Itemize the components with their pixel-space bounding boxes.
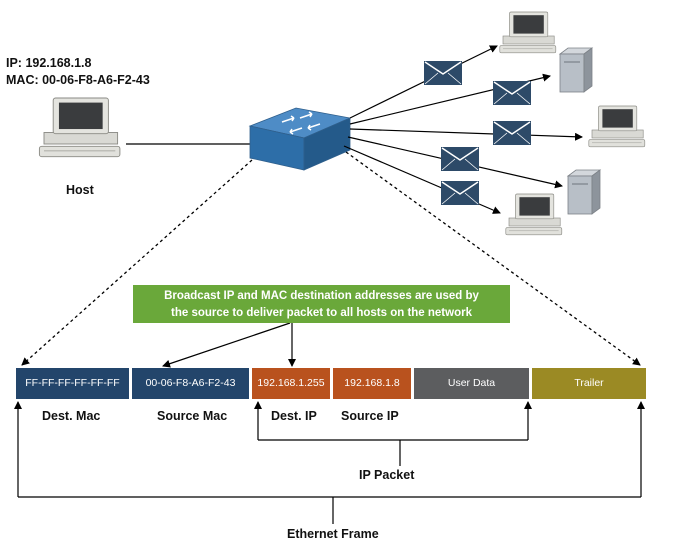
envelope-icon [440,180,480,206]
server-tower-icon [567,169,601,215]
ip-packet-bracket [254,401,532,466]
callout-line-1: Broadcast IP and MAC destination address… [164,290,479,302]
dest-ip-label: Dest. IP [271,409,317,423]
host-ip-label: IP: 192.168.1.8 [6,56,92,70]
callout-arrow-source-mac [162,322,291,368]
dest-mac-label: Dest. Mac [42,409,101,423]
envelope-icon [492,80,532,106]
link-host-2 [349,128,583,141]
source-mac-label: Source Mac [157,409,228,423]
network-switch-icon [248,107,352,171]
dotted-link-left [21,159,253,366]
dest-ip-field: 192.168.1.255 [252,368,330,399]
ip-packet-label: IP Packet [359,468,415,482]
trailer-field: Trailer [532,368,646,399]
host-computer-icon [38,97,121,158]
envelope-icon [440,146,480,172]
dest-mac-field: FF-FF-FF-FF-FF-FF [16,368,129,399]
ethernet-frame-bracket [14,401,645,524]
host-mac-label: MAC: 00-06-F8-A6-F2-43 [6,73,150,87]
user-data-field: User Data [414,368,529,399]
ethernet-frame-label: Ethernet Frame [287,527,379,541]
source-ip-field: 192.168.1.8 [333,368,411,399]
envelope-icon [423,60,463,86]
desktop-computer-icon [499,11,557,54]
desktop-computer-icon [505,193,563,236]
broadcast-callout: Broadcast IP and MAC destination address… [133,285,510,323]
server-tower-icon [559,47,593,93]
callout-line-2: the source to deliver packet to all host… [171,307,472,319]
link-host-1 [349,45,498,119]
envelope-icon [492,120,532,146]
dotted-link-right [345,151,641,366]
source-mac-field: 00-06-F8-A6-F2-43 [132,368,249,399]
source-ip-label: Source IP [341,409,399,423]
desktop-computer-icon [588,105,646,148]
host-label: Host [66,183,94,197]
